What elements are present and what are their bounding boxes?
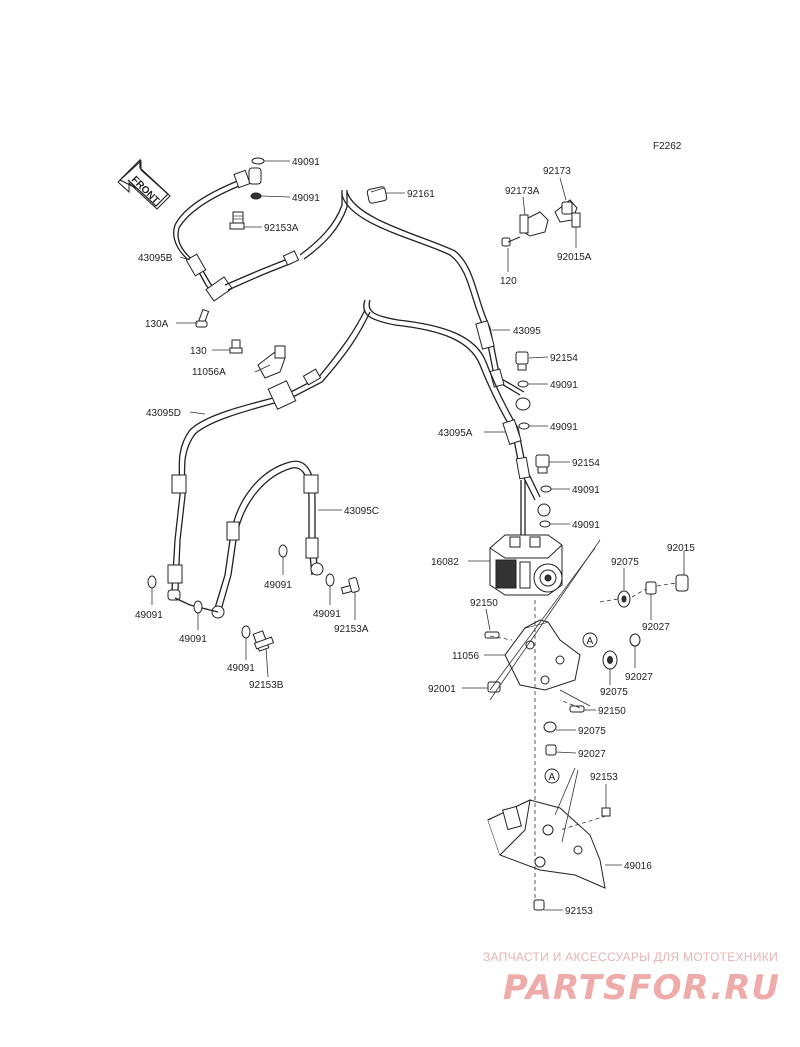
damper-92075-c <box>543 721 557 733</box>
collar-92027-c <box>545 744 557 756</box>
label-43095D: 43095D <box>146 408 181 419</box>
label-49091: 49091 <box>572 520 600 531</box>
watermark-caption: ЗАПЧАСТИ И АКСЕССУАРЫ ДЛЯ МОТОТЕХНИКИ <box>482 950 778 964</box>
label-43095C: 43095C <box>344 506 379 517</box>
front-direction-arrow: FRONT <box>117 158 171 210</box>
label-49091: 49091 <box>135 610 163 621</box>
label-92173: 92173 <box>543 166 571 177</box>
label-92027: 92027 <box>625 672 653 683</box>
callout-a-upper: A <box>582 632 598 648</box>
alignment-lines <box>489 539 677 900</box>
label-92154: 92154 <box>550 353 578 364</box>
label-49091: 49091 <box>292 157 320 168</box>
label-120: 120 <box>500 276 517 287</box>
label-49091: 49091 <box>550 380 578 391</box>
label-11056A: 11056A <box>192 367 226 378</box>
label-92161: 92161 <box>407 189 435 200</box>
bolt-92153-a <box>601 807 611 817</box>
brake-hose-43095C <box>174 460 324 619</box>
brake-hose-43095A <box>363 299 551 535</box>
banjo-bolt-92154-b <box>535 454 552 528</box>
label-92154: 92154 <box>572 458 600 469</box>
label-92001: 92001 <box>428 684 456 695</box>
label-92015: 92015 <box>667 543 695 554</box>
label-49091: 49091 <box>227 663 255 674</box>
washer-49091-top <box>248 157 265 200</box>
label-92153A: 92153A <box>334 624 369 635</box>
label-92173A: 92173A <box>505 186 540 197</box>
bracket-11056 <box>484 619 585 713</box>
bolt-92153A-top <box>229 211 245 230</box>
leader-lines <box>151 160 685 911</box>
damper-92075-b <box>602 650 618 670</box>
label-16082: 16082 <box>431 557 459 568</box>
label-92015A: 92015A <box>557 252 592 263</box>
bracket-92173-assembly <box>501 199 581 247</box>
label-49091: 49091 <box>292 193 320 204</box>
figure-code: F2262 <box>653 141 682 152</box>
label-11056: 11056 <box>452 651 480 662</box>
brake-hose-43095B <box>173 169 348 302</box>
collar-92027-a <box>645 581 657 595</box>
label-92150: 92150 <box>470 598 498 609</box>
label-49091: 49091 <box>264 580 292 591</box>
label-92153B: 92153B <box>249 680 284 691</box>
svg-text:A: A <box>549 772 556 783</box>
label-92153A: 92153A <box>264 223 299 234</box>
label-49091: 49091 <box>572 485 600 496</box>
label-92027: 92027 <box>578 749 606 760</box>
label-92150: 92150 <box>598 706 626 717</box>
clamp-11056A <box>229 339 286 379</box>
label-49091: 49091 <box>313 609 341 620</box>
brake-hose-43095 <box>341 191 531 411</box>
label-130A: 130A <box>145 319 169 330</box>
part-labels: 49091 49091 92153A 92161 92173 92173A 92… <box>135 157 695 917</box>
label-92075: 92075 <box>600 687 628 698</box>
label-92075: 92075 <box>578 726 606 737</box>
bolt-130A <box>195 308 210 328</box>
cover-49016 <box>487 799 606 889</box>
label-130: 130 <box>190 346 207 357</box>
washers-lower-left <box>147 544 335 639</box>
label-92153: 92153 <box>590 772 618 783</box>
bolt-92153B <box>252 630 275 652</box>
label-49091: 49091 <box>550 422 578 433</box>
callout-a-lower: A <box>544 768 560 784</box>
label-92075: 92075 <box>611 557 639 568</box>
brake-hose-43095D <box>167 309 371 601</box>
collar-92027-b <box>629 633 641 647</box>
damper-92075-a <box>617 590 631 608</box>
label-43095A: 43095A <box>438 428 473 439</box>
label-92027: 92027 <box>642 622 670 633</box>
svg-text:A: A <box>587 636 594 647</box>
clamp-92161 <box>366 186 388 204</box>
bolt-92153A-lower <box>340 577 360 595</box>
label-92153: 92153 <box>565 906 593 917</box>
collar-92015 <box>675 574 689 592</box>
bolt-92153-b <box>533 899 545 911</box>
abs-hydraulic-unit-16082 <box>489 534 563 596</box>
label-49016: 49016 <box>624 861 652 872</box>
label-43095B: 43095B <box>138 253 173 264</box>
watermark-logo: PARTSFOR.RU <box>502 968 780 1008</box>
label-43095: 43095 <box>513 326 541 337</box>
label-49091: 49091 <box>179 634 207 645</box>
